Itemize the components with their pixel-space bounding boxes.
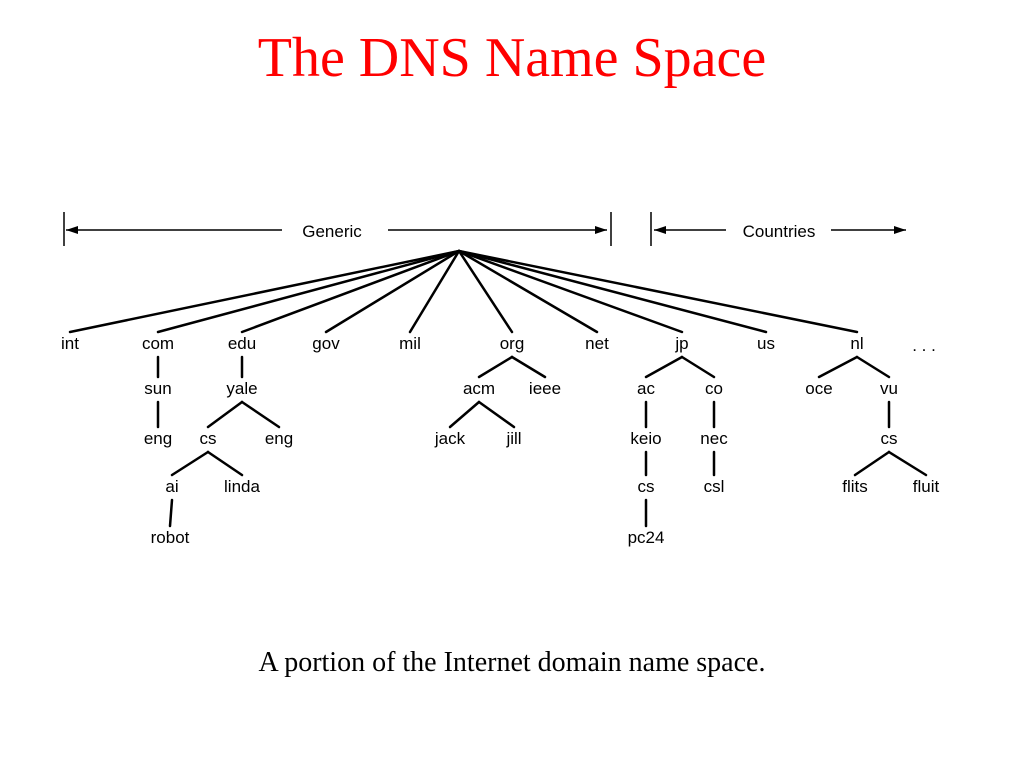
edge-root-jp: [457, 249, 684, 334]
edge-root-edu: [240, 249, 461, 334]
edge-root-mil: [408, 249, 461, 334]
domain-category-brackets: Generic Countries: [63, 212, 906, 246]
node-int: int: [61, 334, 79, 353]
node-ieee: ieee: [529, 379, 561, 398]
edge-yale-cs-ai: [170, 450, 210, 477]
countries-right-arrow-arrowhead: [894, 226, 906, 234]
node-nl: nl: [850, 334, 863, 353]
edge-acm-jill: [477, 400, 516, 429]
node-ai: ai: [165, 477, 178, 496]
edge-root-int: [68, 249, 461, 334]
node-yale-eng: eng: [265, 429, 293, 448]
node-pc24: pc24: [628, 528, 665, 547]
generic-left-arrow-arrowhead: [66, 226, 78, 234]
node-sun: sun: [144, 379, 171, 398]
node-org: org: [500, 334, 525, 353]
countries-left-arrow-arrowhead: [654, 226, 666, 234]
edge-yale-cs-linda: [206, 450, 244, 477]
edge-root-com: [156, 249, 461, 334]
edge-nl-oce: [817, 355, 859, 379]
edge-org-acm: [477, 355, 514, 379]
edge-acm-jack: [448, 400, 481, 429]
edge-root-nl: [457, 249, 859, 334]
edge-yale-yale-eng: [240, 400, 281, 429]
node-sun-eng: eng: [144, 429, 172, 448]
edge-org-ieee: [510, 355, 547, 379]
node-gov: gov: [312, 334, 340, 353]
node-edu: edu: [228, 334, 256, 353]
generic-right-arrow-arrowhead: [595, 226, 607, 234]
countries-label: Countries: [743, 222, 816, 241]
page-title: The DNS Name Space: [257, 27, 767, 89]
node-jp: jp: [674, 334, 688, 353]
edge-ai-robot: [168, 498, 174, 528]
figure-caption: A portion of the Internet domain name sp…: [258, 647, 766, 678]
node-yale: yale: [226, 379, 257, 398]
edge-root-gov: [324, 249, 461, 334]
edge-root-us: [457, 249, 768, 334]
node-keio: keio: [630, 429, 661, 448]
node-jack: jack: [434, 429, 466, 448]
node-fluit: fluit: [913, 477, 940, 496]
node-keio-cs: cs: [638, 477, 655, 496]
node-oce: oce: [805, 379, 832, 398]
tree-edges: [68, 249, 928, 528]
node-mil: mil: [399, 334, 421, 353]
node-vu-cs: cs: [881, 429, 898, 448]
node-flits: flits: [842, 477, 868, 496]
node-linda: linda: [224, 477, 260, 496]
node-acm: acm: [463, 379, 495, 398]
tree-nodes: int com sun eng edu yale cs ai robot linda eng gov m…: [61, 334, 939, 547]
edge-yale-yale-cs: [206, 400, 244, 429]
node-nec: nec: [700, 429, 728, 448]
node-yale-cs: cs: [200, 429, 217, 448]
node-jill: jill: [505, 429, 521, 448]
node-robot: robot: [151, 528, 190, 547]
edge-nl-vu: [855, 355, 891, 379]
edge-vu-cs-flits: [853, 450, 891, 477]
edge-jp-ac: [644, 355, 684, 379]
edge-root-net: [457, 249, 599, 334]
node-com: com: [142, 334, 174, 353]
node-co: co: [705, 379, 723, 398]
edge-jp-co: [680, 355, 716, 379]
node-csl: csl: [704, 477, 725, 496]
edge-root-org: [457, 249, 514, 334]
more-domains-ellipsis: . . .: [912, 336, 936, 355]
node-vu: vu: [880, 379, 898, 398]
node-net: net: [585, 334, 609, 353]
generic-label: Generic: [302, 222, 362, 241]
node-ac: ac: [637, 379, 655, 398]
node-us: us: [757, 334, 775, 353]
edge-vu-cs-fluit: [887, 450, 928, 477]
